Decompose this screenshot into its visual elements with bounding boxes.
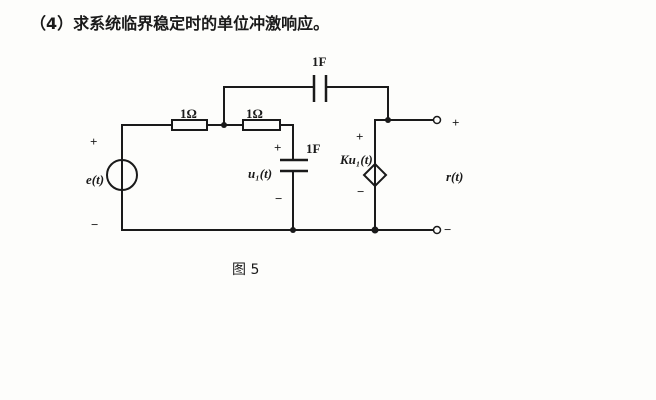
r1-label: 1Ω: [180, 106, 197, 121]
cap-plus: +: [274, 140, 281, 155]
figure-caption: 图 5: [232, 262, 259, 278]
source-plus: +: [90, 134, 97, 149]
node: [221, 122, 227, 128]
resistor-1: [171, 119, 208, 131]
dep-plus: +: [356, 129, 363, 144]
cap-voltage-label: u₁(t): [248, 166, 272, 181]
output-terminal-plus: [432, 115, 442, 125]
dep-minus: −: [357, 184, 364, 199]
wire-top: [223, 86, 389, 125]
shunt-cap-label: 1F: [306, 141, 321, 156]
node: [371, 226, 379, 234]
top-capacitor: [312, 75, 328, 102]
question-text: （4）求系统临界稳定时的单位冲激响应。: [30, 14, 330, 33]
output-label: r(t): [446, 169, 463, 184]
source-minus: −: [91, 217, 98, 232]
node: [385, 117, 391, 123]
out-minus: −: [444, 222, 451, 237]
cap-minus: −: [275, 191, 282, 206]
wire-right: [374, 119, 433, 230]
source-label: e(t): [86, 172, 104, 187]
node: [290, 227, 296, 233]
out-plus: +: [452, 115, 459, 130]
shunt-capacitor: [280, 158, 308, 173]
resistor-2: [242, 119, 281, 131]
r2-label: 1Ω: [246, 106, 263, 121]
output-terminal-minus: [432, 225, 442, 235]
top-cap-label: 1F: [312, 54, 327, 69]
dep-source-label: Ku₁(t): [339, 152, 373, 167]
